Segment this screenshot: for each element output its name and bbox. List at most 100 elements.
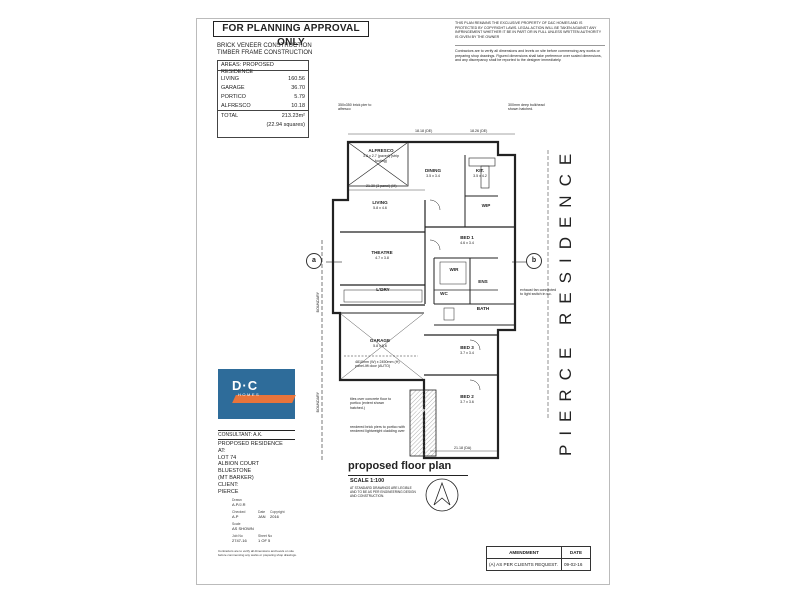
annotation-boundary: BOUNDARY (316, 292, 320, 313)
titleblock-job: Job No 2747-16 (232, 534, 262, 546)
table-row: (22.94 squares) (218, 120, 308, 129)
room-dimension: 4.6 x 3.4 (460, 240, 474, 245)
sheet-label: Sheet No (258, 534, 273, 538)
areas-table: AREAS: PROPOSED RESIDENCE LIVING 160.56 G… (217, 60, 309, 138)
room-dimension: 5.8 x 4.6 (373, 205, 387, 210)
drawn-value: A.P/J.R (232, 502, 246, 507)
project-line: PIERCE (218, 488, 239, 495)
amendment-date: 09-02-16 (561, 558, 591, 571)
amendment-table: AMENDMENT DATE (A) AS PER CLIENTS REQUES… (486, 546, 591, 571)
room-dimension: 3.5 x 3.4 (426, 173, 440, 178)
table-row: AMENDMENT DATE (486, 546, 591, 559)
drawn-label: Drawn (232, 498, 242, 502)
project-line: ALBION COURT (218, 461, 260, 468)
project-line: PROPOSED RESIDENCE (218, 441, 283, 447)
logo-subtext: HOMES (238, 392, 261, 397)
bottom-note: Contractors are to verify all dimensions… (218, 549, 297, 557)
room-bed2: BED 2 3.7 x 3.6 (452, 394, 482, 405)
annotation-garage-door: 4810mm (W) x 2450mm (H) panel-lift door … (355, 360, 400, 369)
room-name: ALFRESCO (368, 148, 394, 153)
room-living: LIVING 5.8 x 4.6 (362, 200, 398, 211)
scale-value: AS SHOWN (232, 526, 254, 531)
area-value: 10.18 (291, 102, 305, 109)
construction-line: BRICK VENEER CONSTRUCTION (217, 43, 312, 49)
room-dimension: 3.5 x 4.2 (473, 173, 487, 178)
area-label: LIVING (221, 75, 240, 82)
copyright-label: Copyright (270, 510, 285, 514)
dimension-top-1: 18.18 (DE) (415, 129, 433, 133)
room-garage: GARAGE 5.8 x 5.6 (362, 338, 398, 349)
amendment-header: AMENDMENT (486, 546, 562, 559)
room-bed3: BED 3 3.7 x 3.4 (452, 345, 482, 356)
area-total-value: 213.23m² (281, 112, 305, 119)
plan-scale: SCALE 1:100 (350, 478, 385, 484)
checked-label: Checked (232, 510, 246, 514)
area-label: ALFRESCO (221, 102, 251, 109)
contractor-note: Contractors are to verify all dimensions… (455, 49, 602, 62)
table-row: (A) AS PER CLIENTS REQUEST. 09-02-16 (486, 558, 591, 571)
room-wc: WC (440, 291, 448, 296)
table-row: TOTAL 213.23m² (218, 110, 308, 121)
room-name: GARAGE (369, 338, 391, 343)
construction-line: TIMBER FRAME CONSTRUCTION (217, 50, 313, 56)
room-name: LIVING (372, 200, 388, 205)
consultant-label: CONSULTANT: A.K. (218, 430, 295, 440)
titleblock-checked: Checked A.P (232, 510, 262, 522)
table-row: GARAGE 36.70 (218, 83, 308, 92)
area-squares: (22.94 squares) (266, 121, 305, 128)
room-bed1: BED 1 4.6 x 3.4 (452, 235, 482, 246)
copyright-value: 2016 (270, 514, 279, 519)
area-label: PORTICO (221, 93, 246, 100)
drawing-sheet (196, 18, 610, 585)
area-label: GARAGE (221, 84, 245, 91)
room-dining: DINING 3.5 x 3.4 (418, 168, 448, 179)
room-name: THEATRE (371, 250, 393, 255)
job-value: 2747-16 (232, 538, 247, 543)
room-name: DINING (424, 168, 442, 173)
annotation-bulkhead: 300mm deep bulkhead shown hatched. (508, 103, 545, 112)
section-marker-a: a (306, 253, 322, 269)
north-arrow (425, 478, 459, 512)
job-label: Job No (232, 534, 243, 538)
room-wir: WIR (449, 267, 459, 272)
room-dimension: 4.7 x 3.8 (375, 255, 389, 260)
project-line: CLIENT: (218, 481, 239, 488)
titleblock-sheet: Sheet No 1 OF 5 (258, 534, 288, 546)
room-name: BED 3 (460, 345, 474, 350)
scale-label: Scale (232, 522, 241, 526)
room-bath: BATH (476, 306, 490, 311)
room-kitchen: KIT. 3.5 x 4.2 (470, 168, 490, 179)
area-value: 36.70 (291, 84, 305, 91)
date-value: JAN (258, 514, 266, 519)
plan-title: proposed floor plan (348, 460, 452, 472)
annotation-pier: 350x350 brick pier to alfresco (338, 103, 372, 112)
annotation-piers: rendered brick piers to portico with ren… (350, 425, 405, 434)
annotation-boundary-2: BOUNDARY (316, 392, 320, 413)
dimension-mid: 21.30 (3 panel) (M) (366, 184, 397, 188)
sheet-value: 1 OF 5 (258, 538, 271, 543)
room-dimension: 5.8 x 5.6 (373, 343, 387, 348)
room-alfresco: ALFRESCO 3.8 x 2.7 (paved) (strip footin… (360, 148, 402, 165)
table-row: LIVING 160.56 (218, 74, 308, 83)
annotation-tiles: tiles over concrete floor to portico (ex… (350, 397, 392, 410)
table-row: ALFRESCO 10.18 (218, 101, 308, 111)
area-total-label: TOTAL (221, 112, 239, 119)
room-laundry: L'DRY (376, 287, 390, 292)
area-value: 160.56 (288, 75, 305, 82)
room-dimension: 3.8 x 2.7 (paved) (strip footing) (363, 153, 399, 164)
room-name: KIT. (475, 168, 485, 173)
logo-text: D·C (232, 378, 259, 393)
titleblock-scale: Scale AS SHOWN (232, 522, 272, 534)
titleblock-copyright: Copyright 2016 (270, 510, 295, 522)
room-theatre: THEATRE 4.7 x 3.8 (362, 250, 402, 261)
section-marker-b: b (526, 253, 542, 269)
area-value: 5.79 (294, 93, 305, 100)
amendment-text: (A) AS PER CLIENTS REQUEST. (486, 558, 562, 571)
areas-heading: AREAS: PROPOSED RESIDENCE (218, 61, 308, 75)
room-name: BED 1 (460, 235, 474, 240)
checked-value: A.P (232, 514, 239, 519)
room-wip: WIP (481, 203, 491, 208)
project-info: PROPOSED RESIDENCE AT: LOT 74 ALBION COU… (218, 441, 283, 495)
date-label: Date (258, 510, 266, 514)
